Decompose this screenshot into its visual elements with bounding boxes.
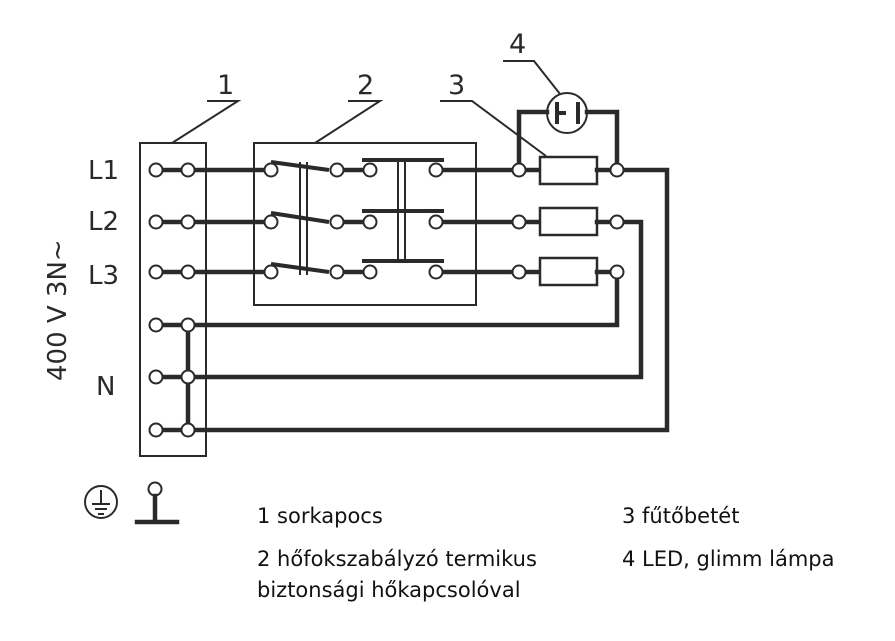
terminal-icon xyxy=(362,264,378,280)
legend-item-1: 1 sorkapocs xyxy=(257,504,383,528)
terminal-block xyxy=(139,142,207,457)
ground-terminal-icon xyxy=(134,481,180,525)
svg-text:3: 3 xyxy=(448,70,465,101)
terminal-icon xyxy=(609,162,625,178)
terminal-icon xyxy=(148,317,164,333)
terminal-icon xyxy=(428,214,444,230)
terminal-icon xyxy=(329,264,345,280)
supply-voltage-label: 400 V 3N~ xyxy=(43,239,73,381)
legend-item-2-line-1: 2 hőfokszabályzó termikus xyxy=(257,547,537,571)
phase-label-l3: L3 xyxy=(88,261,119,291)
heating-element-icon xyxy=(538,206,599,237)
terminal-icon xyxy=(609,214,625,230)
terminal-icon xyxy=(329,214,345,230)
terminal-icon xyxy=(263,264,279,280)
terminal-icon xyxy=(428,162,444,178)
terminal-icon xyxy=(180,214,196,230)
terminal-icon xyxy=(428,264,444,280)
terminal-icon xyxy=(148,369,164,385)
terminal-icon xyxy=(362,162,378,178)
callout-2: 2 xyxy=(314,70,384,144)
neutral-label: N xyxy=(96,372,115,402)
terminal-icon xyxy=(180,264,196,280)
terminal-icon xyxy=(180,369,196,385)
terminal-icon xyxy=(148,422,164,438)
phase-wires xyxy=(153,167,543,275)
terminal-icon xyxy=(148,264,164,280)
heating-element-icon xyxy=(538,256,599,287)
heating-element-icon xyxy=(538,155,599,186)
terminal-icon xyxy=(148,162,164,178)
terminal-icon xyxy=(148,214,164,230)
heating-elements xyxy=(538,155,620,287)
terminal-icon xyxy=(263,162,279,178)
terminal-icon xyxy=(362,214,378,230)
terminals xyxy=(148,162,625,438)
terminal-icon xyxy=(329,162,345,178)
svg-text:1: 1 xyxy=(217,70,234,101)
svg-text:4: 4 xyxy=(509,29,526,60)
terminal-icon xyxy=(511,162,527,178)
phase-label-l1: L1 xyxy=(88,156,119,186)
protective-earth-icon xyxy=(84,485,118,519)
terminal-icon xyxy=(180,317,196,333)
terminal-icon xyxy=(180,422,196,438)
indicator-lamp-icon xyxy=(516,92,620,173)
terminal-icon xyxy=(263,214,279,230)
terminal-icon xyxy=(609,264,625,280)
svg-text:2: 2 xyxy=(357,70,374,101)
callout-1: 1 xyxy=(171,70,242,144)
callout-4: 4 xyxy=(503,29,561,95)
legend-item-3: 3 fűtőbetét xyxy=(622,504,740,528)
terminal-icon xyxy=(511,214,527,230)
phase-label-l2: L2 xyxy=(88,207,119,237)
terminal-icon xyxy=(180,162,196,178)
legend-item-2-line-2: biztonsági hőkapcsolóval xyxy=(257,578,521,602)
legend-item-4: 4 LED, glimm lámpa xyxy=(622,547,835,571)
switch-contacts xyxy=(270,158,444,275)
terminal-icon xyxy=(511,264,527,280)
callout-3: 3 xyxy=(440,70,547,157)
